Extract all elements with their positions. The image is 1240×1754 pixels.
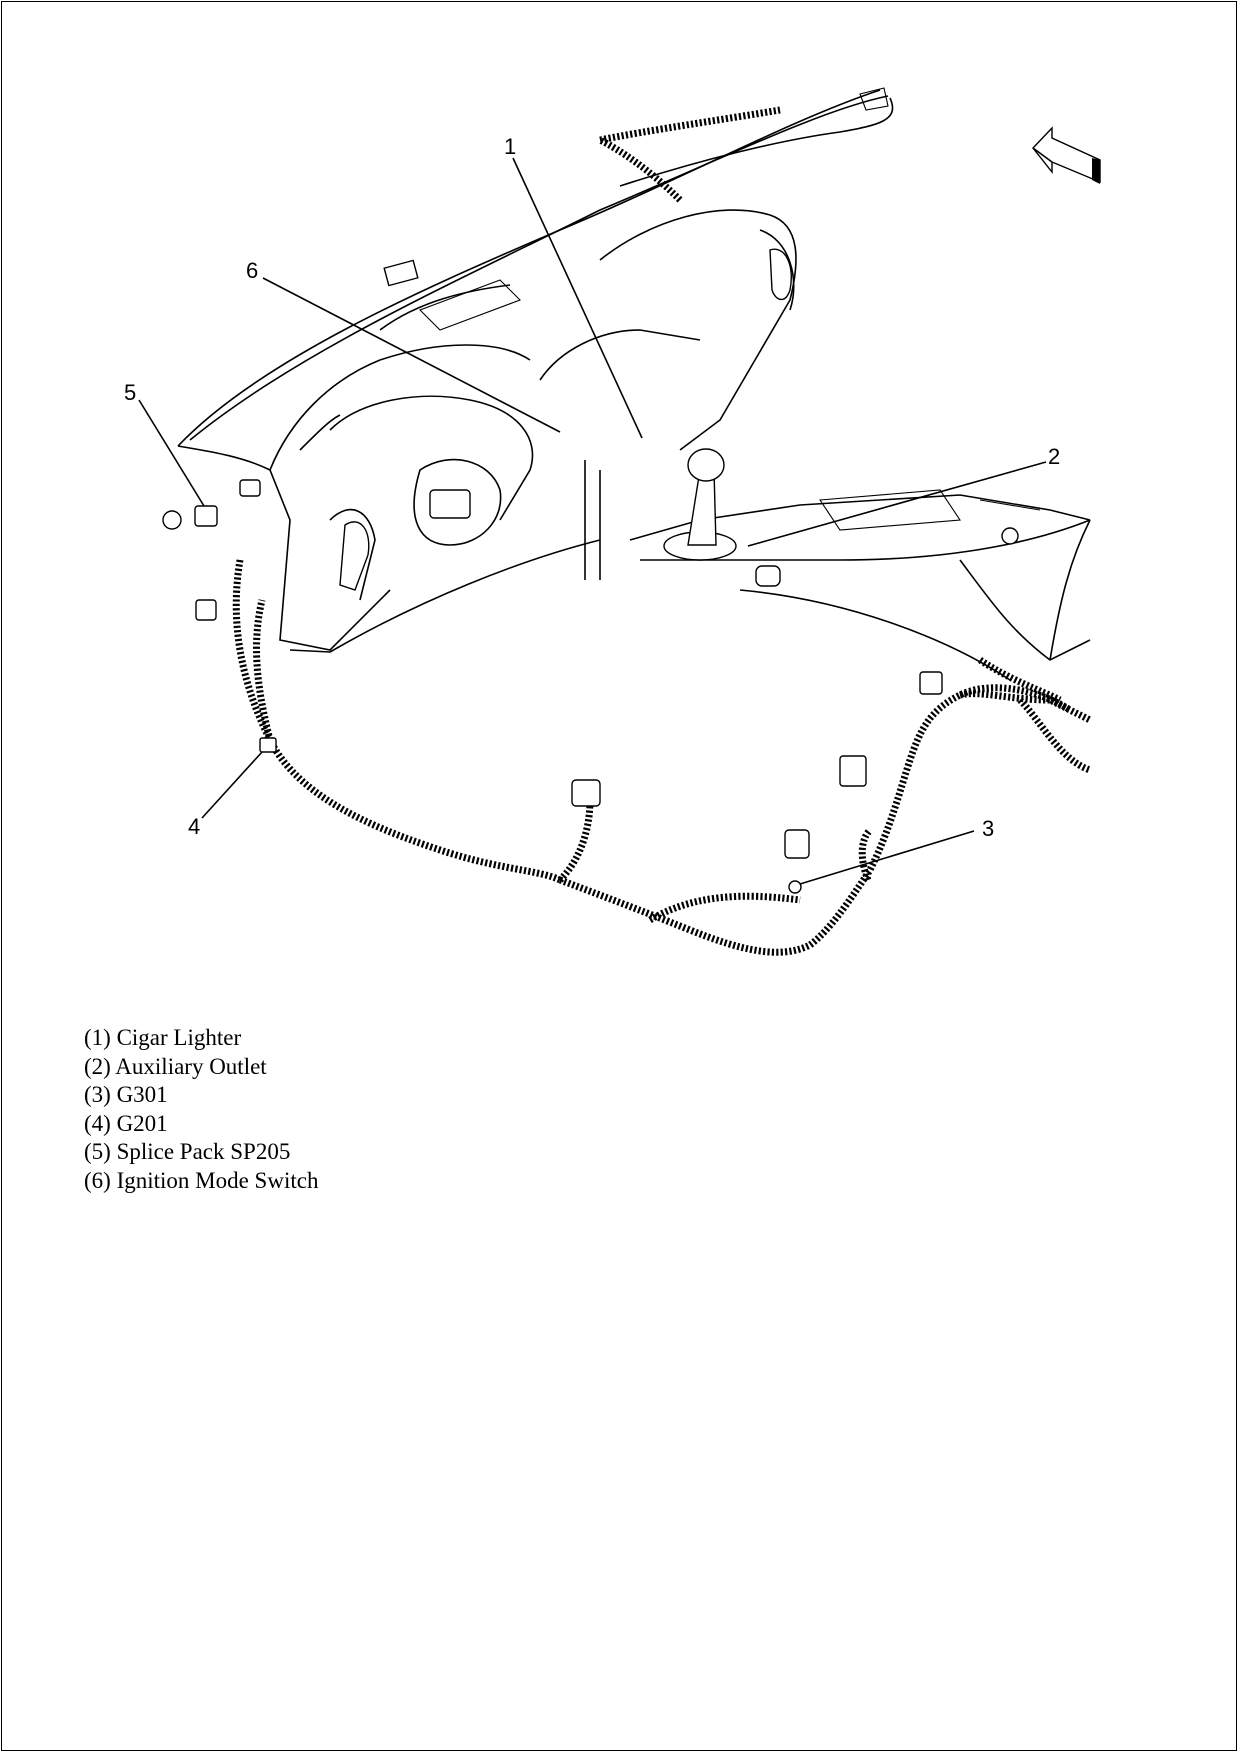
callout-4-label: 4 <box>188 814 200 839</box>
instrument-panel-wiring-diagram: 1 2 3 4 5 6 <box>124 87 1101 956</box>
legend-item-auxiliary-outlet: (2) Auxiliary Outlet <box>84 1053 267 1079</box>
legend-item-g201: (4) G201 <box>84 1110 168 1136</box>
component-legend: (1) Cigar Lighter (2) Auxiliary Outlet (… <box>84 1024 318 1196</box>
instrument-panel-outline <box>177 209 797 653</box>
wiring-harness <box>232 106 1092 956</box>
legend-item-g301: (3) G301 <box>84 1082 168 1108</box>
connectors <box>162 479 943 894</box>
legend-item-cigar-lighter: (1) Cigar Lighter <box>84 1025 242 1050</box>
callout-1-label: 1 <box>504 134 516 159</box>
callout-3-label: 3 <box>982 816 994 841</box>
callout-5-label: 5 <box>124 380 136 405</box>
leader-lines <box>138 157 1047 885</box>
legend-item-splice-pack: (5) Splice Pack SP205 <box>84 1139 291 1165</box>
forward-arrow-icon <box>1032 126 1101 184</box>
legend-item-ignition-mode-switch: (6) Ignition Mode Switch <box>84 1167 319 1193</box>
dash-top-outline <box>177 87 894 447</box>
callout-2-label: 2 <box>1048 444 1060 469</box>
callout-6-label: 6 <box>246 258 258 283</box>
center-console-outline <box>629 448 1091 681</box>
